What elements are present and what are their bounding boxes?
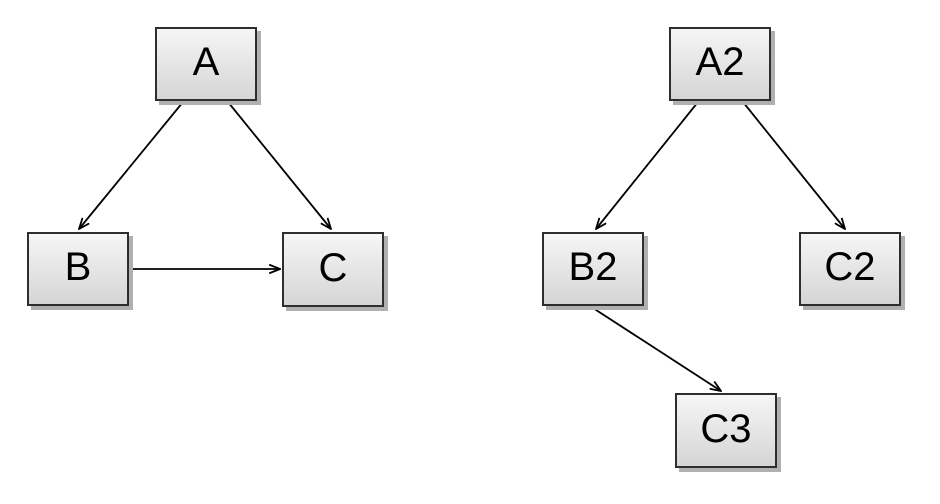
node-a2[interactable]: A2 [669, 27, 771, 101]
node-a-label: A [192, 40, 220, 84]
node-c2[interactable]: C2 [799, 232, 901, 306]
node-b-label: B [64, 245, 92, 289]
node-c3[interactable]: C3 [675, 393, 777, 468]
edge-a-to-c [227, 101, 331, 229]
node-a[interactable]: A [155, 27, 257, 101]
node-c[interactable]: C [282, 232, 384, 307]
node-c2-label: C2 [824, 245, 876, 289]
edge-a2-to-c2 [742, 101, 845, 229]
node-c3-label: C3 [700, 406, 752, 451]
edge-a2-to-b2 [596, 101, 699, 229]
node-a2-label: A2 [695, 40, 745, 84]
node-b[interactable]: B [27, 232, 129, 306]
node-c-label: C [318, 245, 348, 290]
node-b2-label: B2 [568, 245, 618, 289]
edge-a-to-b [79, 101, 184, 229]
edge-b2-to-c3 [592, 307, 721, 391]
node-b2[interactable]: B2 [542, 232, 644, 306]
